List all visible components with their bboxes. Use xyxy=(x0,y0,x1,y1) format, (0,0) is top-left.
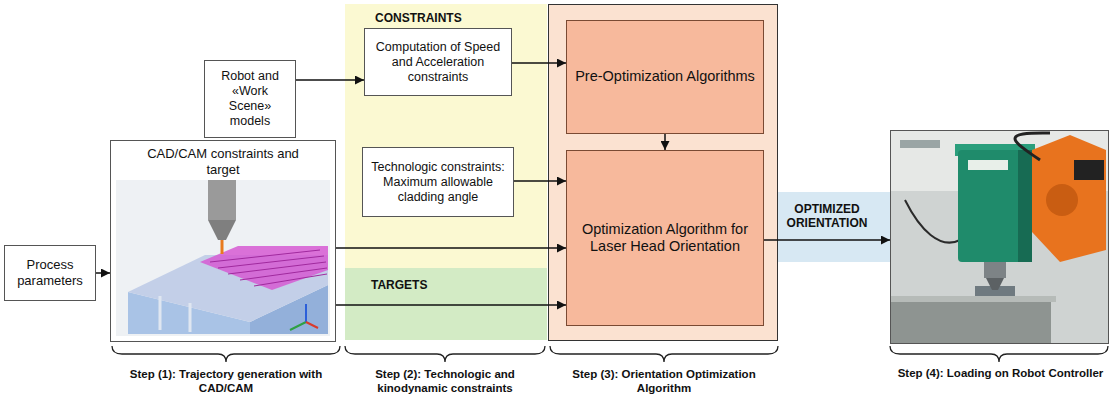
robot-arm xyxy=(1032,135,1106,262)
step-label: Step (1): Trajectory generation with CAD… xyxy=(121,368,331,396)
toolpath-area xyxy=(200,246,328,290)
band-title: CONSTRAINTS xyxy=(375,11,462,25)
robot-badge xyxy=(1074,160,1104,180)
render-ground xyxy=(116,180,330,336)
step-label: Step (2): Technologic and kinodynamic co… xyxy=(350,368,540,396)
band-title: TARGETS xyxy=(371,278,427,292)
nozzle-body xyxy=(208,180,236,220)
box-label: Pre-Optimization Algorithms xyxy=(575,68,755,85)
arrow-connector xyxy=(664,134,666,150)
arrow-connector xyxy=(514,180,566,182)
nozzle-body xyxy=(984,262,1006,278)
head-plate xyxy=(968,160,1008,170)
table-top xyxy=(891,296,1056,302)
pipe xyxy=(900,140,940,148)
arrow-connector xyxy=(296,79,364,81)
laser-head xyxy=(958,150,1032,262)
post xyxy=(189,303,192,332)
process-box: Technologic constraints: Maximum allowab… xyxy=(362,147,514,217)
robot-joint xyxy=(1046,184,1078,216)
edge-label: OPTIMIZED ORIENTATION xyxy=(772,202,882,231)
axis xyxy=(306,322,318,328)
cable xyxy=(1015,133,1050,160)
bracket xyxy=(345,346,545,362)
robot-photo-box: Step (4): Loading on Robot Controller xyxy=(890,130,1109,344)
model-box: Robot and «Work Scene» models xyxy=(204,60,296,138)
process-box: Computation of Speed and Acceleration co… xyxy=(364,28,512,96)
arrow-connector xyxy=(512,62,566,64)
targets-band: TARGETS xyxy=(345,268,547,340)
step-label: Step (3): Orientation Optimization Algor… xyxy=(558,368,770,396)
cable xyxy=(905,200,960,243)
bracket xyxy=(550,346,778,362)
axis xyxy=(290,322,306,330)
box-label: Technologic constraints: Maximum allowab… xyxy=(368,160,508,205)
constraints-band: CONSTRAINTS Computation of Speed and Acce… xyxy=(345,4,547,268)
box-label: Computation of Speed and Acceleration co… xyxy=(370,40,506,85)
bracket xyxy=(112,346,340,362)
bracket xyxy=(890,346,1108,362)
input-box: Process parameters xyxy=(4,245,96,301)
step-brackets xyxy=(112,346,1108,362)
band-fills xyxy=(345,4,547,340)
box-label: CAD/CAM constraints and target xyxy=(141,146,306,177)
box-label: Optimization Algorithm for Laser Head Or… xyxy=(572,221,758,256)
arrow-connector xyxy=(336,247,566,249)
table xyxy=(891,302,1051,343)
cad-cam-illustration xyxy=(116,180,330,336)
post xyxy=(159,296,162,330)
algorithm-box: Pre-Optimization Algorithms xyxy=(566,20,764,134)
arrow-connector xyxy=(336,304,566,306)
band-fill xyxy=(345,4,547,268)
box-ground xyxy=(110,140,336,342)
step-label: Step (4): Loading on Robot Controller xyxy=(881,367,1112,381)
nozzle-cone xyxy=(986,278,1004,290)
band-fill xyxy=(345,268,547,340)
nozzle-cone xyxy=(208,220,236,240)
axis xyxy=(305,304,307,322)
toolpath-lines xyxy=(210,250,327,286)
box-label: Robot and «Work Scene» models xyxy=(210,69,290,129)
cad-cam-box: CAD/CAM constraints and target xyxy=(110,140,336,342)
step-panel xyxy=(549,5,778,341)
photo-ground xyxy=(891,131,1108,343)
box-label: Process parameters xyxy=(10,257,90,288)
robot-photo xyxy=(891,131,1108,343)
laser-beam xyxy=(221,240,224,254)
arrow-connector xyxy=(764,239,890,241)
algorithm-box: Optimization Algorithm for Laser Head Or… xyxy=(566,150,764,326)
head-side xyxy=(1018,150,1032,262)
arrow-connector xyxy=(96,272,110,274)
